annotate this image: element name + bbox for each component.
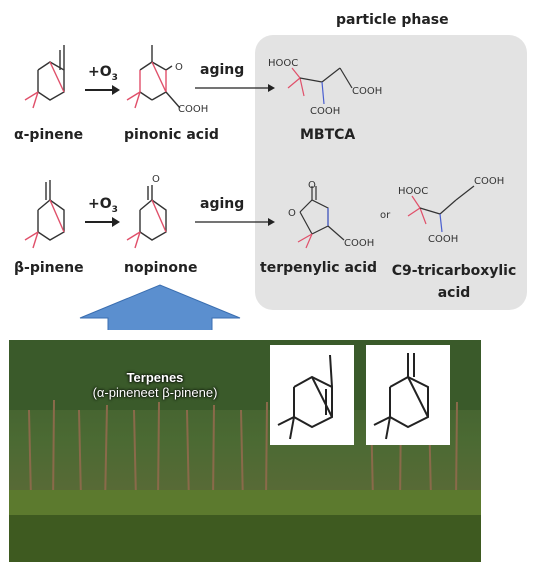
pinonic-acid-label: pinonic acid (124, 127, 219, 143)
o3-label-row1: +O3 (88, 64, 118, 83)
group-o-pinonic: O (175, 62, 183, 73)
alpha-pinene-label: α-pinene (14, 127, 84, 143)
nopinone-structure (126, 185, 167, 249)
group-cooh-terpenylic: COOH (344, 238, 375, 249)
aging-label-row1: aging (200, 62, 245, 78)
beta-pinene-card (366, 345, 450, 445)
mbtca-structure (287, 67, 353, 105)
terpenes-subtitle: (α-pineneet β-pinene) (92, 385, 218, 400)
beta-pinene-label: β-pinene (14, 260, 84, 276)
c9-tricarboxylic-label: C9-tricarboxylic acid (391, 263, 517, 301)
group-o-nopinone: O (152, 174, 160, 185)
mbtca-label: MBTCA (300, 127, 356, 143)
group-hooc-c9: HOOC (398, 186, 429, 197)
alpha-pinene-structure (24, 45, 65, 109)
beta-pinene-card-structure (373, 353, 429, 440)
terpenes-caption: Terpenes (α-pineneet β-pinene) (70, 370, 240, 400)
nopinone-label: nopinone (124, 260, 198, 276)
group-cooh-mbtca-2: COOH (310, 106, 341, 117)
o3-label-row2: +O3 (88, 196, 118, 215)
terpenylic-acid-label: terpenylic acid (260, 260, 378, 276)
particle-phase-label: particle phase (336, 12, 449, 28)
beta-pinene-structure (24, 180, 65, 249)
alpha-pinene-card-structure (277, 354, 333, 440)
alpha-pinene-card (270, 345, 354, 445)
group-cooh-c9-2: COOH (428, 234, 459, 245)
terpenes-title: Terpenes (126, 370, 184, 385)
group-o-terpenylic-2: O (288, 208, 296, 219)
c9-tricarboxylic-structure (407, 185, 475, 233)
or-label: or (380, 210, 391, 221)
pinonic-acid-structure (126, 45, 181, 109)
group-cooh-pinonic: COOH (178, 104, 209, 115)
group-o-terpenylic-1: O (308, 180, 316, 191)
group-cooh-c9-1: COOH (474, 176, 505, 187)
big-up-arrow (79, 284, 241, 330)
group-cooh-mbtca-1: COOH (352, 86, 383, 97)
group-hooc-mbtca: HOOC (268, 58, 299, 69)
reaction-scheme (24, 45, 475, 330)
aging-label-row2: aging (200, 196, 245, 212)
terpenylic-acid-structure (297, 186, 345, 249)
